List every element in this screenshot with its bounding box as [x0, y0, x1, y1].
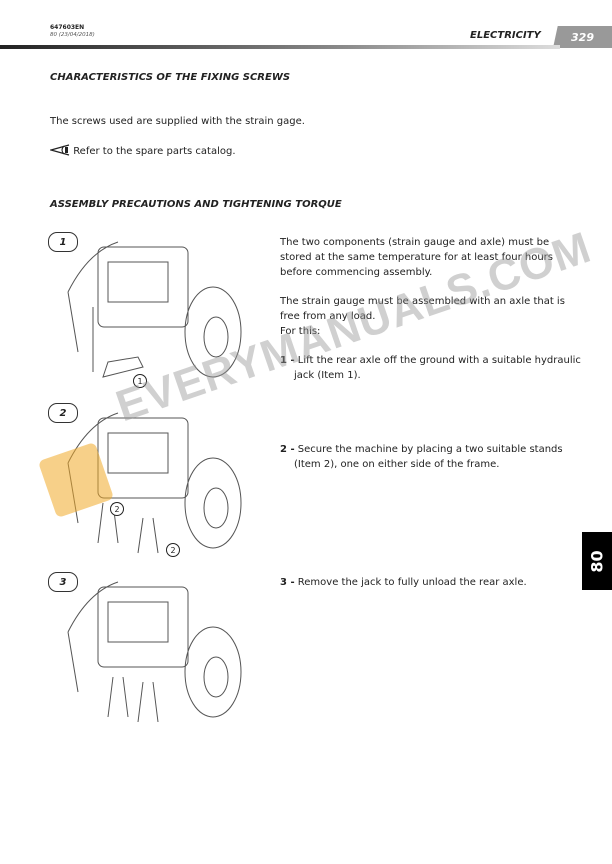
step-number: 1 -	[280, 355, 295, 366]
step-2: 2 - Secure the machine by placing a two …	[280, 442, 584, 472]
step-text: Secure the machine by placing a two suit…	[294, 444, 563, 470]
reference-text: Refer to the spare parts catalog.	[73, 146, 236, 157]
refer-eye-icon	[48, 144, 70, 156]
doc-code: 647603EN	[50, 24, 85, 31]
step-number: 3 -	[280, 577, 295, 588]
paragraph-for-this: For this:	[280, 326, 321, 337]
step-text: Remove the jack to fully unload the rear…	[297, 577, 527, 588]
heading-fixing-screws: CHARACTERISTICS OF THE FIXING SCREWS	[50, 72, 291, 83]
paragraph-storage: The two components (strain gauge and axl…	[280, 237, 553, 278]
chapter-number: 80	[587, 549, 607, 573]
callout-marker: 1	[133, 374, 147, 388]
screws-text: The screws used are supplied with the st…	[50, 116, 305, 127]
figure-label: 3	[48, 572, 78, 592]
machine-illustration	[67, 241, 242, 378]
chapter-tab: 80	[582, 532, 612, 590]
figure-label: 1	[48, 232, 78, 252]
paragraph-load: The strain gauge must be assembled with …	[280, 296, 565, 322]
revision-date: 80 (23/04/2018)	[50, 32, 95, 38]
figure-3-jack-removed: 3	[48, 572, 248, 727]
callout-marker: 2	[110, 502, 124, 516]
heading-assembly: ASSEMBLY PRECAUTIONS AND TIGHTENING TORQ…	[50, 199, 342, 210]
page-number-text: 329	[571, 30, 594, 44]
figure-label: 2	[48, 403, 78, 423]
page-number: 329	[553, 26, 612, 48]
callout-marker: 2	[166, 543, 180, 557]
step-text: Lift the rear axle off the ground with a…	[294, 355, 581, 381]
figure-1-jack-lift: 1 1	[48, 232, 248, 388]
reference-note: Refer to the spare parts catalog.	[48, 144, 236, 159]
header-divider	[0, 45, 560, 49]
step-number: 2 -	[280, 444, 295, 455]
step-3: 3 - Remove the jack to fully unload the …	[280, 575, 570, 590]
step-1: 1 - Lift the rear axle off the ground wi…	[280, 353, 584, 383]
machine-illustration	[67, 581, 242, 723]
section-title: ELECTRICITY	[470, 30, 541, 41]
